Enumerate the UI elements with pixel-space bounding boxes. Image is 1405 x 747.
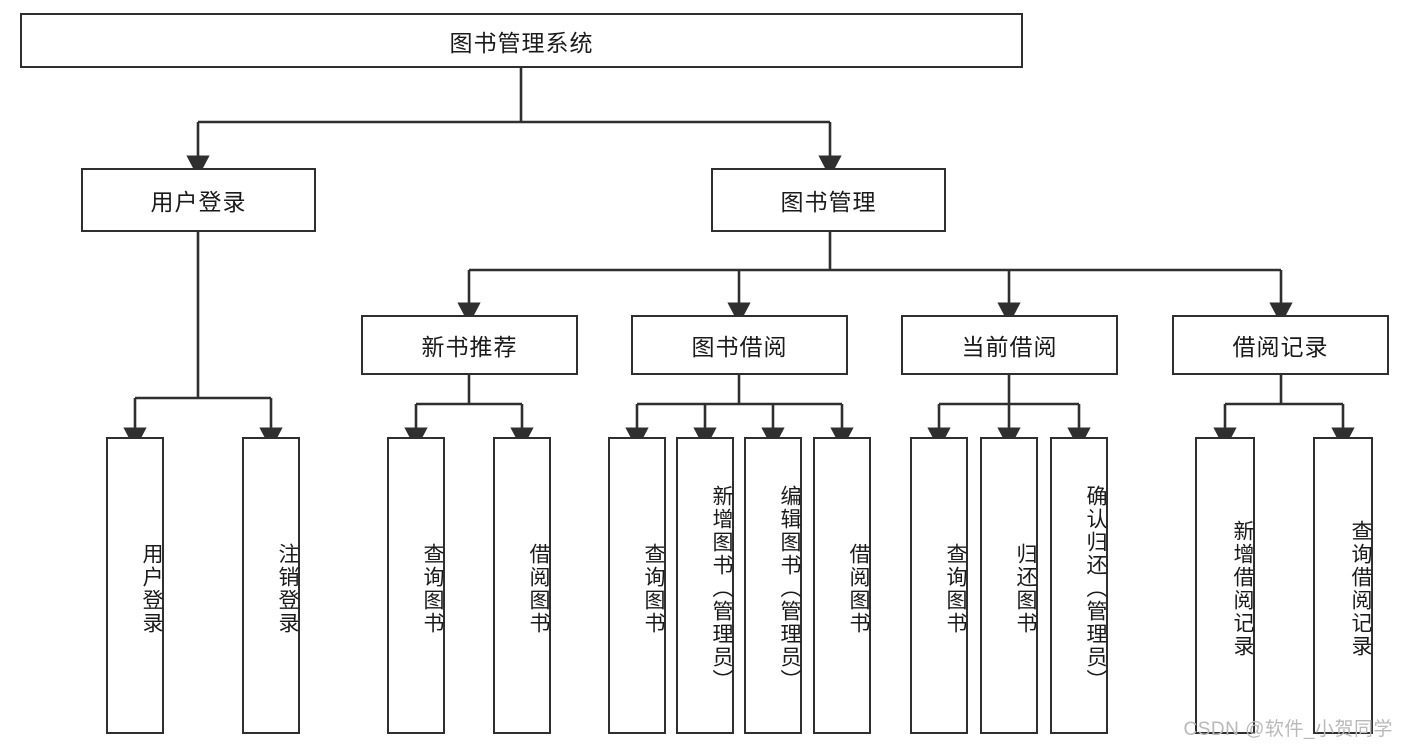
node-label: 归还图书 (1014, 542, 1037, 635)
leaf-borrow-book[interactable]: 借阅图书 (813, 437, 871, 734)
leaf-query-book-recommend[interactable]: 查询图书 (387, 437, 445, 734)
node-label: 确认归还（管理员） (1084, 485, 1107, 692)
leaf-return-book[interactable]: 归还图书 (980, 437, 1038, 734)
node-label: 查询图书 (421, 542, 444, 635)
node-root-book-management-system[interactable]: 图书管理系统 (20, 13, 1023, 68)
leaf-logout[interactable]: 注销登录 (242, 437, 300, 734)
leaf-edit-book-admin[interactable]: 编辑图书（管理员） (744, 437, 802, 734)
node-label: 编辑图书（管理员） (778, 485, 801, 692)
node-label: 借阅图书 (847, 542, 870, 635)
node-borrow-record[interactable]: 借阅记录 (1172, 315, 1389, 375)
node-label: 图书管理 (780, 189, 877, 215)
node-label: 查询图书 (944, 542, 967, 635)
leaf-add-book-admin[interactable]: 新增图书（管理员） (676, 437, 734, 734)
node-user-login[interactable]: 用户登录 (81, 168, 316, 232)
node-label: 注销登录 (276, 542, 299, 635)
node-label: 用户登录 (140, 542, 163, 635)
node-current-borrow[interactable]: 当前借阅 (901, 315, 1118, 375)
node-label: 图书管理系统 (449, 29, 594, 56)
node-label: 用户登录 (150, 189, 247, 215)
watermark-text: CSDN @软件_小贺同学 (1183, 719, 1393, 740)
leaf-add-borrow-record[interactable]: 新增借阅记录 (1195, 437, 1255, 734)
node-label: 当前借阅 (961, 334, 1058, 360)
node-label: 借阅记录 (1232, 334, 1329, 360)
leaf-query-borrow-record[interactable]: 查询借阅记录 (1313, 437, 1373, 734)
leaf-user-login[interactable]: 用户登录 (106, 437, 164, 734)
leaf-query-book-current[interactable]: 查询图书 (910, 437, 968, 734)
node-book-management[interactable]: 图书管理 (711, 168, 946, 232)
node-book-borrow[interactable]: 图书借阅 (631, 315, 848, 375)
node-label: 新增借阅记录 (1231, 519, 1254, 658)
node-label: 新增图书（管理员） (710, 485, 733, 692)
node-new-book-recommend[interactable]: 新书推荐 (361, 315, 578, 375)
node-label: 借阅图书 (527, 542, 550, 635)
leaf-query-book-borrow[interactable]: 查询图书 (608, 437, 666, 734)
node-label: 查询图书 (642, 542, 665, 635)
node-label: 查询借阅记录 (1349, 519, 1372, 658)
leaf-borrow-book-recommend[interactable]: 借阅图书 (493, 437, 551, 734)
node-label: 新书推荐 (421, 334, 518, 360)
node-label: 图书借阅 (691, 334, 788, 360)
leaf-confirm-return-admin[interactable]: 确认归还（管理员） (1050, 437, 1108, 734)
